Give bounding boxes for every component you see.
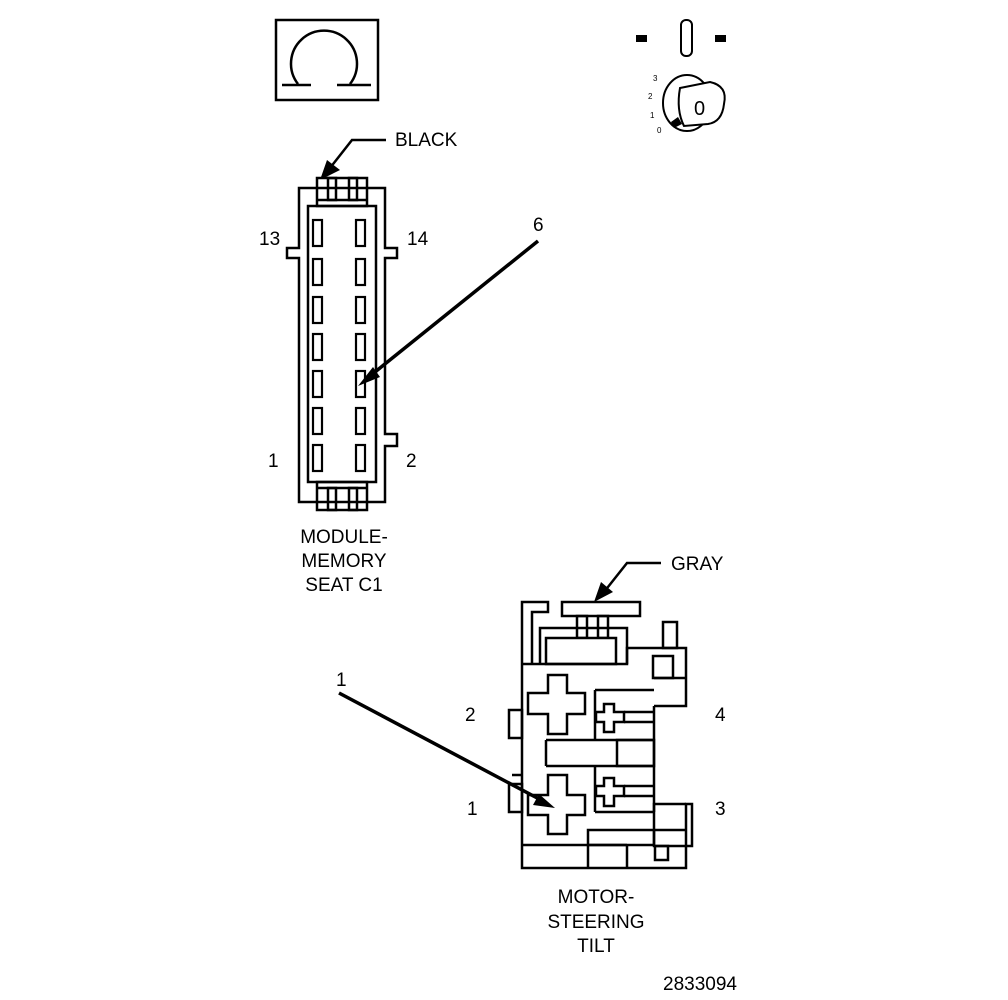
connector1-color-label: BLACK: [395, 130, 458, 151]
connector1-callout: 6: [533, 215, 544, 236]
connector2-pin-4: 4: [715, 705, 726, 726]
connector1-cavities: [311, 218, 367, 473]
connector2-color-label: GRAY: [671, 554, 724, 575]
ignition-key-label: 0: [694, 98, 705, 120]
ohm-symbol-icon: [274, 18, 380, 102]
ignition-pos-1: 1: [650, 111, 655, 120]
ignition-pos-0: 0: [657, 126, 662, 135]
connector1-pin-2: 2: [406, 451, 417, 472]
connector2-name-line1: MOTOR-: [558, 887, 635, 908]
connector1-pin-14: 14: [407, 229, 429, 250]
ignition-pos-2: 2: [648, 92, 653, 101]
connector1-pin-1: 1: [268, 451, 279, 472]
connector1-name-line3: SEAT C1: [305, 575, 382, 596]
connector1-pin-13: 13: [259, 229, 280, 250]
connector2-name-line3: TILT: [577, 936, 615, 957]
connector2-pin-3: 3: [715, 799, 726, 820]
connector-motor-steering-tilt: GRAY: [336, 554, 726, 957]
connector1-name-line1: MODULE-: [300, 527, 388, 548]
connector2-name-line2: STEERING: [547, 912, 644, 933]
ignition-key-icon: 0 3 2 1 0: [636, 19, 726, 135]
ignition-pos-3: 3: [653, 74, 658, 83]
connector2-callout: 1: [336, 670, 347, 691]
connector2-pin-2: 2: [465, 705, 476, 726]
figure-number: 2833094: [663, 974, 737, 995]
connector-module-memory-seat-c1: BLACK: [259, 130, 544, 596]
connector2-pin-1: 1: [467, 799, 478, 820]
connector1-name-line2: MEMORY: [301, 551, 386, 572]
